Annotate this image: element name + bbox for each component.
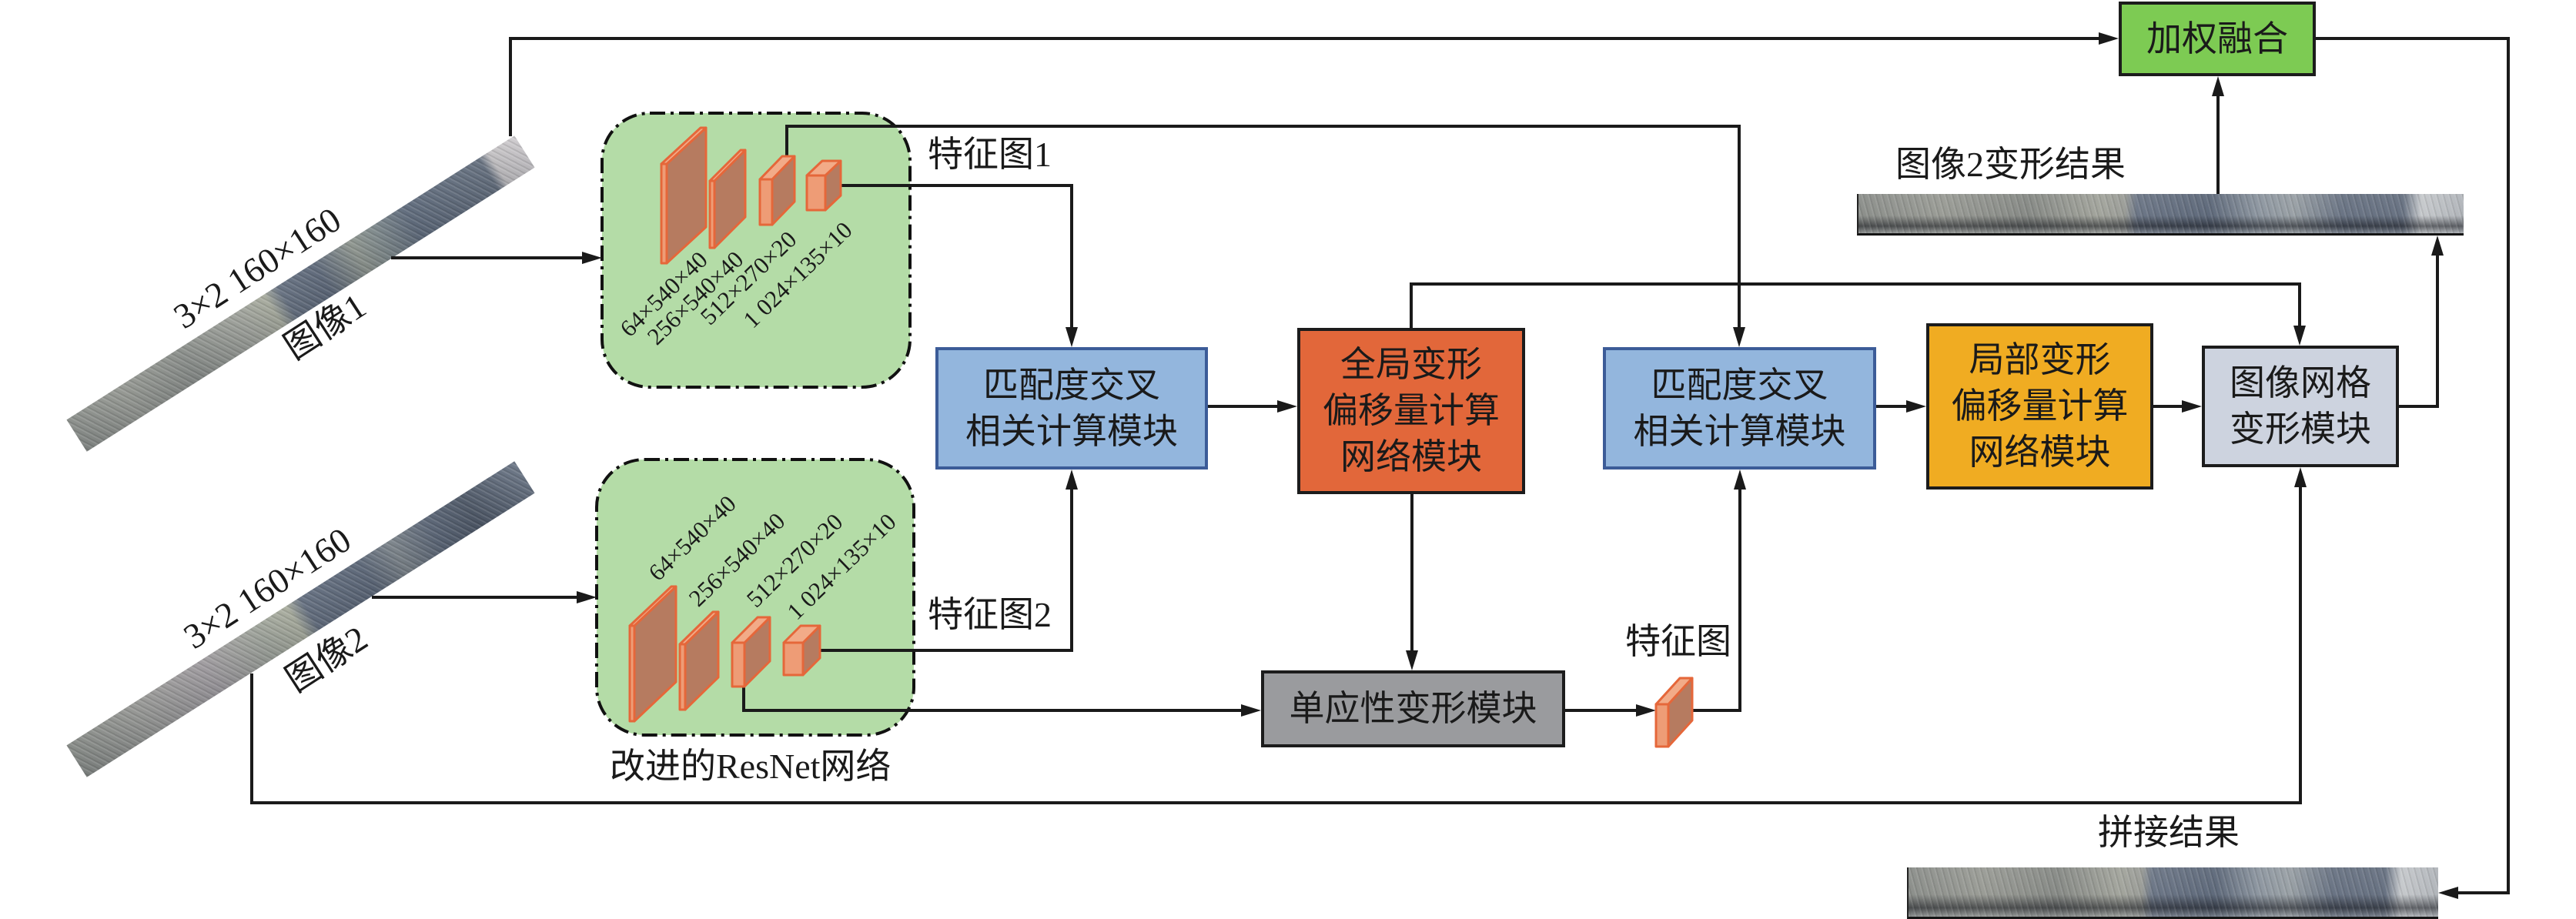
image-2-name-label: 图像2 — [279, 618, 374, 699]
stitched-result-label: 拼接结果 — [2098, 813, 2240, 852]
block-front-face — [708, 179, 716, 249]
connector-gridwarp-to-warped — [2399, 236, 2444, 408]
connector-warped-to-fusion — [2212, 76, 2224, 194]
local-offset-module: 局部变形 偏移量计算 网络模块 — [1926, 323, 2153, 490]
resnet-caption: 改进的ResNet网络 — [610, 747, 892, 786]
homography-warp-module: 单应性变形模块 — [1261, 670, 1565, 747]
weighted-fusion-module: 加权融合 — [2119, 2, 2316, 76]
resnet-1-layer-1-block — [660, 126, 708, 265]
resnet-2-layer-2-block — [678, 610, 720, 711]
connector-resnet2-layer3-to-homography — [742, 687, 1261, 717]
arrowhead-icon — [1277, 400, 1297, 413]
arrowhead-icon — [1636, 704, 1656, 717]
connector-global-to-homography — [1406, 494, 1418, 670]
connector-homography-to-featuremap — [1565, 704, 1656, 717]
connector-featuremap-to-corr2 — [1692, 470, 1746, 712]
resnet-1-container — [601, 112, 912, 389]
connector-line — [785, 125, 1741, 330]
connectors — [250, 32, 2510, 899]
connector-global-to-gridwarp — [1410, 282, 2306, 346]
arrowhead-icon — [2182, 400, 2202, 413]
arrowhead-icon — [1906, 400, 1926, 413]
arrowhead-icon — [1066, 327, 1078, 347]
module-label-line: 网络模块 — [1340, 437, 1482, 476]
arrowhead-icon — [2438, 887, 2458, 899]
grid-warp-module: 图像网格 变形模块 — [2202, 346, 2399, 467]
connector-local-to-gridwarp — [2153, 400, 2202, 413]
module-label-line: 图像网格 — [2230, 363, 2371, 403]
connector-line — [1692, 486, 1741, 712]
block-front-face — [1654, 703, 1670, 748]
module-label-line: 匹配度交叉 — [1651, 365, 1828, 405]
arrowhead-icon — [2293, 326, 2306, 346]
block-front-face — [758, 178, 774, 226]
module-label-line: 偏移量计算 — [1323, 391, 1500, 430]
block-front-face — [628, 624, 636, 723]
module-label-line: 匹配度交叉 — [983, 365, 1160, 405]
arrowhead-icon — [1066, 470, 1078, 490]
connector-line — [1410, 282, 2301, 329]
block-front-face — [678, 643, 687, 711]
connector-fusion-to-stitched — [2316, 37, 2510, 899]
arrowhead-icon — [1406, 650, 1418, 670]
arrowhead-icon — [1241, 704, 1261, 717]
block-front-face — [782, 641, 805, 677]
resnet-1-layer-4-block — [805, 159, 842, 212]
feature-map-1-label: 特征图1 — [928, 135, 1052, 174]
module-label-line: 相关计算模块 — [965, 411, 1178, 451]
stitched-result-strip — [1907, 867, 2438, 919]
resnet-1-layer-2-block — [708, 149, 747, 249]
image-1-name-label: 图像1 — [277, 286, 373, 366]
warped-image-2-result-label: 图像2变形结果 — [1895, 145, 2126, 184]
module-label-line: 单应性变形模块 — [1289, 689, 1537, 728]
connector-line — [841, 184, 1073, 330]
connector-corr1-to-global — [1208, 400, 1297, 413]
feature-blocks — [628, 126, 1694, 748]
module-label-line: 加权融合 — [2146, 18, 2288, 58]
feature-map-2-label: 特征图2 — [928, 595, 1052, 634]
resnet-2-layer-3-block — [731, 616, 771, 688]
arrowhead-icon — [582, 252, 602, 264]
arrowhead-icon — [1734, 470, 1746, 490]
block-front-face — [805, 174, 827, 212]
warped-image-2-result-strip — [1857, 194, 2464, 236]
connector-featuremap2-to-corr1 — [820, 470, 1078, 652]
resnet-2-layer-4-block — [782, 624, 821, 677]
connector-image2-to-gridwarp — [250, 467, 2307, 804]
connector-line — [2316, 37, 2510, 894]
resnet-1-layer-3-block — [758, 155, 796, 226]
warped-feature-map-label: 特征图 — [1625, 622, 1731, 661]
module-label-line: 偏移量计算 — [1951, 386, 2129, 426]
connector-image1-to-resnet1 — [391, 252, 602, 264]
resnet-2-layer-1-block — [628, 585, 677, 723]
block-front-face — [731, 641, 746, 688]
module-label-line: 局部变形 — [1969, 340, 2111, 379]
connector-line — [250, 484, 2302, 804]
connector-line — [509, 37, 2102, 136]
arrowhead-icon — [577, 591, 597, 603]
connector-line — [820, 486, 1073, 652]
block-front-face — [660, 162, 668, 265]
arrowhead-icon — [1733, 327, 1745, 347]
connector-image2-to-resnet2 — [372, 591, 597, 603]
module-label-line: 变形模块 — [2230, 409, 2371, 449]
module-label-line: 相关计算模块 — [1633, 411, 1846, 451]
connector-line — [2399, 252, 2439, 408]
warped-feature-map-block — [1654, 677, 1694, 748]
module-label-line: 全局变形 — [1340, 345, 1482, 384]
arrowhead-icon — [2294, 467, 2307, 487]
correlation-module-2: 匹配度交叉 相关计算模块 — [1603, 347, 1876, 470]
arrowhead-icon — [2212, 76, 2224, 96]
connector-featuremap1-to-corr1 — [841, 184, 1078, 347]
module-label-line: 网络模块 — [1969, 433, 2111, 472]
arrowhead-icon — [2099, 32, 2119, 45]
arrowhead-icon — [2431, 236, 2444, 256]
correlation-module-1: 匹配度交叉 相关计算模块 — [935, 347, 1208, 470]
global-offset-module: 全局变形 偏移量计算 网络模块 — [1297, 328, 1525, 494]
connector-corr2-to-local — [1876, 400, 1926, 413]
connector-image1-to-fusion — [509, 32, 2119, 136]
connector-resnet1-layer3-to-corr2 — [785, 125, 1745, 347]
connector-line — [742, 687, 1244, 712]
